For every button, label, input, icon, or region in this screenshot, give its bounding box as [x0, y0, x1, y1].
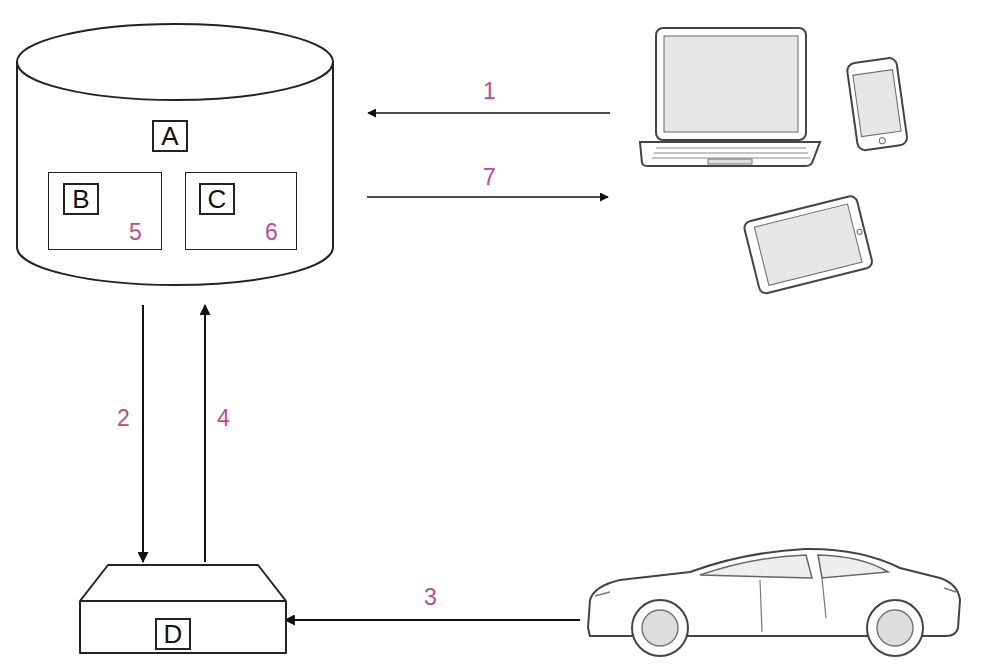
phone-illustration	[846, 57, 908, 151]
laptop-illustration	[640, 28, 820, 166]
callout-number: 2	[117, 407, 130, 430]
request-arrow	[368, 112, 610, 113]
response-arrow	[367, 196, 608, 197]
callout-number: 4	[217, 407, 230, 430]
connector-arrow	[142, 305, 144, 562]
callout-number: 1	[483, 80, 496, 103]
callout-number: 6	[265, 221, 278, 244]
part-letter: B	[63, 183, 99, 215]
part-letter: C	[199, 183, 235, 215]
database-cylinder: AB5C6	[15, 22, 335, 287]
vehicle-data-arrow	[285, 619, 580, 621]
module-box: B5	[48, 172, 162, 250]
callout-number: 5	[129, 221, 142, 244]
tablet-illustration	[743, 195, 873, 295]
part-letter: D	[155, 618, 191, 650]
callout-number: 7	[483, 166, 496, 189]
cylinder-top	[17, 24, 333, 100]
connector-arrow	[204, 305, 206, 562]
module-box: C6	[185, 172, 297, 250]
vehicle-interface-unit: D	[78, 563, 288, 655]
part-letter: A	[152, 120, 188, 152]
trapezoid-outline	[80, 565, 286, 653]
car-illustration	[588, 549, 960, 656]
callout-number: 3	[424, 586, 437, 609]
